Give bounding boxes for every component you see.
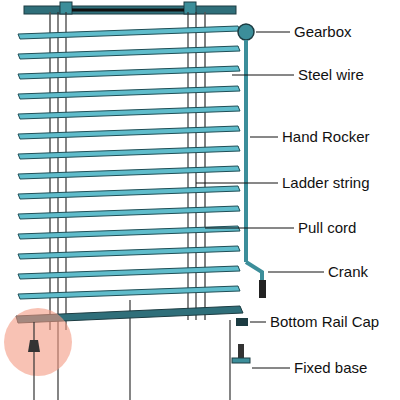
bottom-rail-cap: [236, 318, 248, 326]
leader-line: [256, 32, 290, 33]
part-label: Crank: [328, 263, 368, 281]
cord-end: [33, 322, 34, 400]
steel-wire: [49, 12, 51, 330]
head-rail: [24, 6, 236, 14]
tilter-block: [184, 2, 196, 14]
part-label: Ladder string: [282, 174, 370, 192]
steel-wire: [204, 12, 206, 320]
tilt-rod: [72, 9, 184, 12]
ladder-string: [195, 12, 196, 320]
blind-slats: [18, 26, 240, 299]
ladder-string: [65, 12, 66, 330]
hand-rocker: [244, 40, 248, 262]
fixed-base: [232, 358, 250, 363]
leader-line: [205, 228, 294, 229]
leader-line: [250, 137, 278, 138]
ladder-string: [187, 12, 188, 320]
part-label: Hand Rocker: [282, 128, 370, 146]
leader-line: [252, 368, 290, 369]
leader-line: [250, 322, 266, 323]
part-label: Steel wire: [298, 66, 364, 84]
leader-line: [232, 75, 294, 76]
leader-line: [268, 272, 324, 273]
cord-weight: [28, 340, 40, 352]
part-label: Fixed base: [294, 359, 367, 377]
part-label: Bottom Rail Cap: [270, 313, 379, 331]
crank-handle: [259, 280, 266, 298]
highlight-circle: [4, 308, 72, 376]
gearbox: [238, 24, 254, 40]
leader-line: [196, 183, 278, 184]
part-label: Gearbox: [294, 23, 352, 41]
part-label: Pull cord: [298, 219, 356, 237]
steel-wire: [229, 320, 230, 400]
